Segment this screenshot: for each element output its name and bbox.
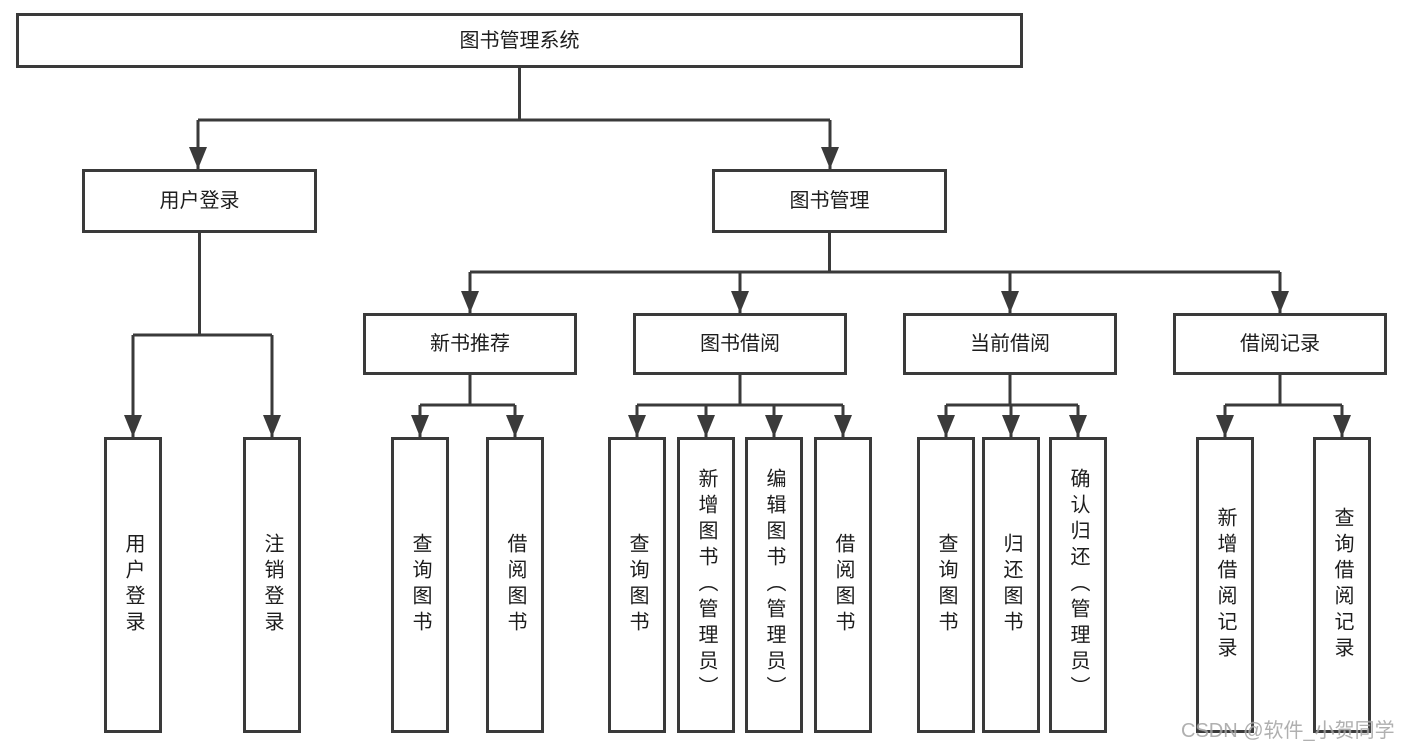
node-label: 归还图书 <box>1000 533 1022 637</box>
csdn-watermark: CSDN @软件_小贺同学 <box>1181 720 1395 742</box>
leaf-query-books-3: 查询图书 <box>917 437 975 733</box>
node-label: 注销登录 <box>261 533 283 637</box>
node-label: 图书管理系统 <box>459 29 580 52</box>
node-label: 查询图书 <box>409 533 431 637</box>
node-label: 新增借阅记录 <box>1214 507 1236 663</box>
node-label: 编辑图书（管理员） <box>763 468 785 702</box>
node-label: 借阅图书 <box>504 533 526 637</box>
node-label: 查询图书 <box>626 533 648 637</box>
node-label: 新书推荐 <box>430 333 510 355</box>
leaf-query-books-1: 查询图书 <box>391 437 449 733</box>
leaf-add-book-admin: 新增图书（管理员） <box>677 437 735 733</box>
leaf-return-book: 归还图书 <box>982 437 1040 733</box>
node-label: 图书借阅 <box>700 333 780 355</box>
node-book-borrow: 图书借阅 <box>633 313 847 375</box>
node-label: 图书管理 <box>789 190 870 212</box>
leaf-logout: 注销登录 <box>243 437 301 733</box>
leaf-add-borrow-record: 新增借阅记录 <box>1196 437 1254 733</box>
node-label: 借阅图书 <box>832 533 854 637</box>
node-label: 借阅记录 <box>1240 333 1320 355</box>
node-label: 新增图书（管理员） <box>695 468 717 702</box>
node-user-login-branch: 用户登录 <box>82 169 317 233</box>
node-label: 查询借阅记录 <box>1331 507 1353 663</box>
leaf-query-books-2: 查询图书 <box>608 437 666 733</box>
node-borrow-records: 借阅记录 <box>1173 313 1387 375</box>
leaf-confirm-return-admin: 确认归还（管理员） <box>1049 437 1107 733</box>
node-label: 用户登录 <box>159 190 240 212</box>
node-label: 确认归还（管理员） <box>1067 468 1089 702</box>
leaf-user-login: 用户登录 <box>104 437 162 733</box>
leaf-edit-book-admin: 编辑图书（管理员） <box>745 437 803 733</box>
node-label: 当前借阅 <box>970 333 1050 355</box>
leaf-query-borrow-record: 查询借阅记录 <box>1313 437 1371 733</box>
node-new-book-recommend: 新书推荐 <box>363 313 577 375</box>
node-label: 查询图书 <box>935 533 957 637</box>
node-label: 用户登录 <box>122 533 144 637</box>
node-book-management-branch: 图书管理 <box>712 169 947 233</box>
node-current-borrow: 当前借阅 <box>903 313 1117 375</box>
leaf-borrow-books-2: 借阅图书 <box>814 437 872 733</box>
node-root-system: 图书管理系统 <box>16 13 1023 68</box>
leaf-borrow-books-1: 借阅图书 <box>486 437 544 733</box>
